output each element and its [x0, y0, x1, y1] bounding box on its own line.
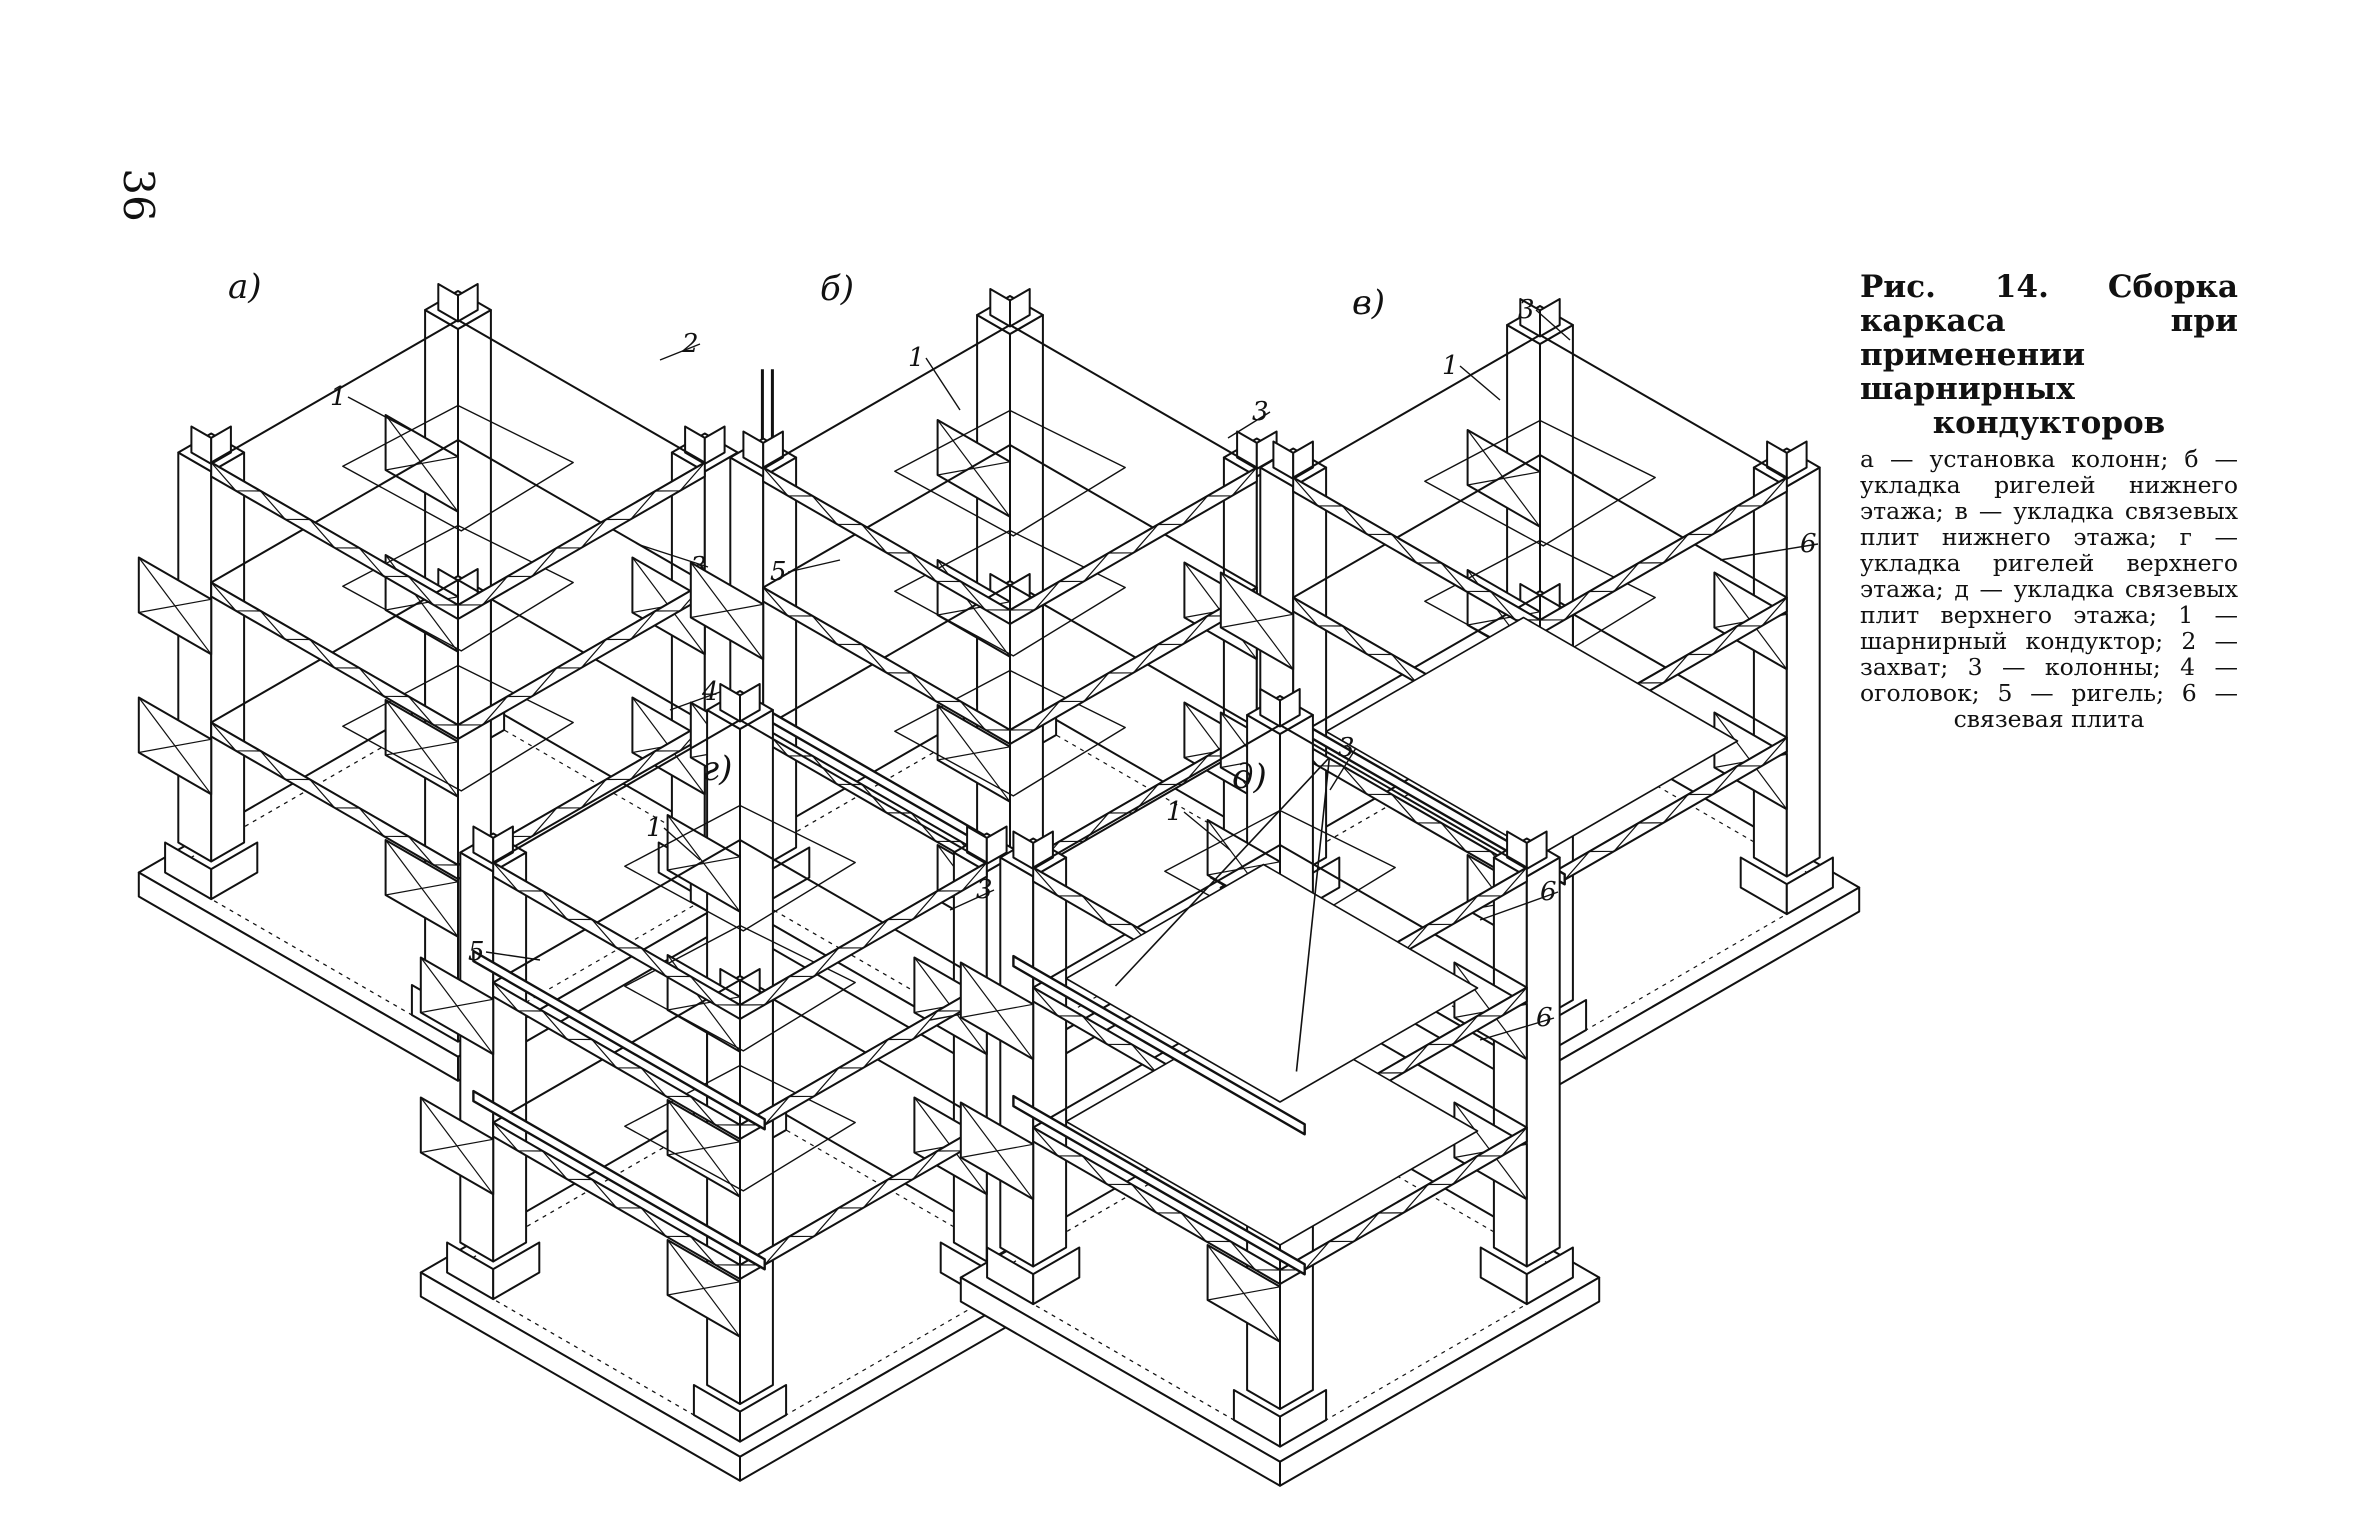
callout-number: 5	[770, 557, 787, 587]
panel-label: в)	[1352, 283, 1385, 323]
callout-leader	[787, 559, 841, 573]
panel-label: г)	[702, 749, 732, 789]
callout-leader	[1329, 747, 1357, 791]
callout-number: 3	[976, 875, 993, 905]
callout-number: 1	[330, 382, 347, 412]
callout-number: 6	[1540, 877, 1557, 907]
callout-number: 3	[1338, 733, 1355, 763]
callout-leader	[669, 691, 721, 711]
panel-label: а)	[228, 267, 262, 307]
callout-number: 6	[1800, 529, 1817, 559]
panel-label: д)	[1232, 757, 1267, 797]
frame-panel-d: д) 3 1 6 6	[959, 688, 1601, 1487]
panel-label: б)	[820, 269, 854, 309]
callout-leader	[347, 396, 411, 431]
caption-legend: а — установка колонн; б — укладка ригеле…	[1860, 445, 2238, 733]
callout-number: 1	[908, 343, 925, 373]
callout-leader	[1535, 309, 1571, 341]
callout-leader	[1183, 811, 1231, 851]
callout-leader	[663, 827, 701, 861]
callout-number: 2	[681, 329, 699, 359]
callout-number: 1	[1442, 351, 1459, 381]
callout-number: 1	[1166, 797, 1183, 827]
callout-number: 3	[1518, 295, 1535, 325]
callout-number: 4	[701, 677, 719, 707]
callout-number: 5	[468, 937, 485, 967]
callout-leader	[949, 889, 995, 911]
callout-leader	[485, 951, 541, 961]
frame-panel-a: а)1234	[137, 267, 779, 1082]
frame-panel-g: г)1356	[419, 683, 1061, 1482]
callout-leader	[1459, 365, 1501, 401]
callout-leader	[659, 343, 701, 361]
callout-leader	[1479, 1017, 1555, 1041]
callout-number: 1	[646, 813, 663, 843]
caption-title: Рис. 14. Сборка каркаса при применении ш…	[1860, 269, 2238, 441]
callout-leader	[1479, 891, 1559, 921]
callout-leader	[639, 544, 709, 568]
callout-number: 6	[1536, 1003, 1553, 1033]
callout-leader	[925, 357, 961, 411]
callout-leader	[1227, 411, 1271, 439]
callout-number: 3	[1252, 397, 1269, 427]
callout-leader	[1719, 543, 1819, 561]
figure-caption: Рис. 14. Сборка каркаса при применении ш…	[1860, 270, 2238, 732]
